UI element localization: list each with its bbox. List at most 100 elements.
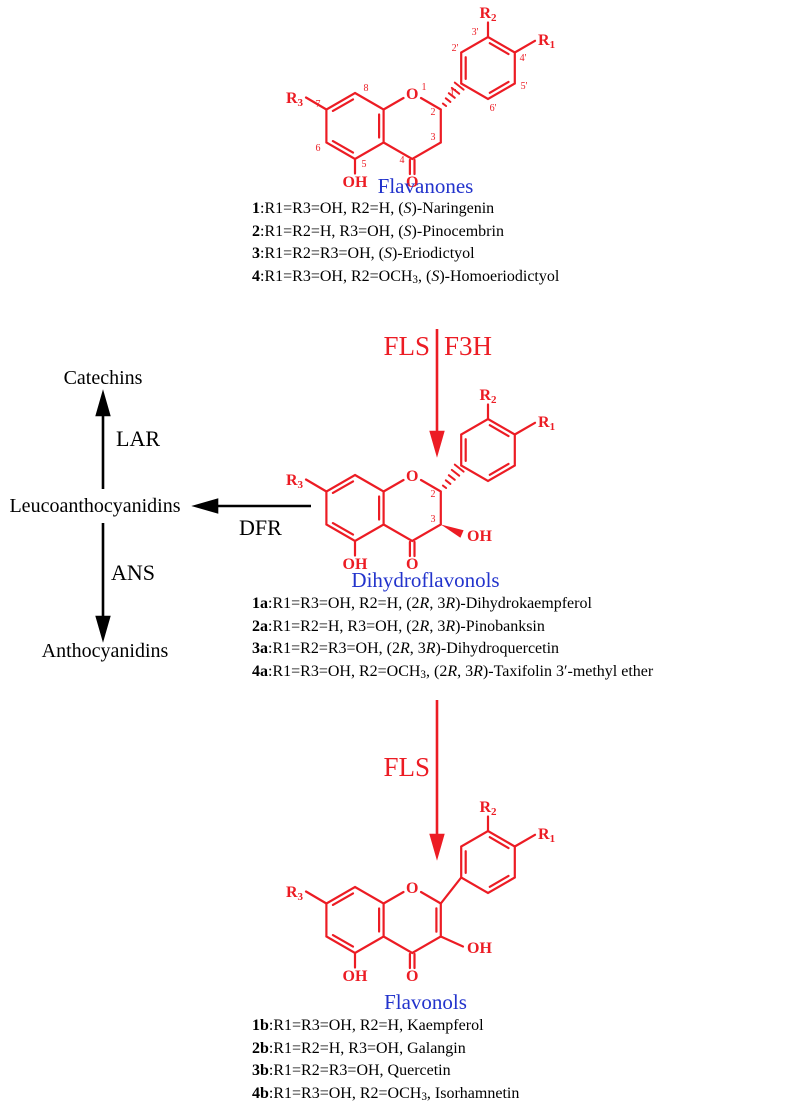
compound-text-segment: :R1=R3=OH, R2=OCH — [268, 662, 421, 680]
compound-entry: 3:R1=R2=R3=OH, (S)-Eriodictyol — [252, 243, 559, 266]
compound-text-segment: R — [473, 662, 483, 680]
dihydroflavonol-bonds — [304, 403, 537, 558]
ketone-o-atom: O — [406, 968, 418, 985]
compound-text-segment: :R1=R3=OH, R2=OCH — [260, 267, 413, 285]
dfr-enzyme-label: DFR — [239, 515, 282, 540]
position-8: 8 — [364, 83, 369, 94]
stereo-hash-wedge — [441, 463, 465, 489]
compound-text-segment: :R1=R2=R3=OH, ( — [260, 245, 384, 262]
position-4prime: 4' — [520, 53, 527, 64]
compound-text-segment: , 3 — [429, 617, 446, 635]
compound-text-segment: )-Taxifolin 3′-methyl ether — [482, 662, 654, 680]
stereo-hash-wedge — [441, 81, 465, 107]
compound-text-segment: )-Dihydrokaempferol — [455, 595, 592, 612]
position-5: 5 — [362, 159, 367, 170]
c5-hydroxyl-label: OH — [343, 968, 368, 985]
compound-text-segment: , ( — [418, 267, 432, 285]
compound-text-segment: :R1=R2=H, R3=OH, Galangin — [268, 1039, 466, 1057]
compound-text-segment: 3 — [252, 245, 260, 262]
ring-o1-atom: O — [406, 880, 418, 897]
compound-text-segment: 3b — [252, 1062, 269, 1079]
stereo-bold-wedge — [440, 524, 464, 538]
compound-text-segment: , 3 — [429, 595, 446, 612]
compound-text-segment: 2 — [252, 222, 260, 240]
dihydroflavonols-heading: Dihydroflavonols — [351, 568, 500, 592]
position-2: 2 — [431, 489, 436, 500]
compound-text-segment: 3 — [412, 273, 419, 286]
anthocyanidins-label: Anthocyanidins — [41, 640, 169, 662]
c5-hydroxyl-label: OH — [343, 556, 368, 573]
catechins-label: Catechins — [63, 367, 143, 389]
r2-label: R2 — [479, 799, 497, 818]
dihydroflavonols-compound-list: 1a:R1=R3=OH, R2=H, (2R, 3R)-Dihydrokaemp… — [252, 593, 653, 686]
flavanone-structure: O O OH R3 R2 R1 1 2 3 4 5 6 7 8 1' 2' 3'… — [286, 5, 555, 191]
compound-text-segment: 3a — [252, 640, 268, 657]
compound-text-segment: 3 — [421, 1090, 427, 1103]
compound-text-segment: S — [383, 245, 392, 262]
compound-entry: 1a:R1=R3=OH, R2=H, (2R, 3R)-Dihydrokaemp… — [252, 593, 653, 616]
c3-hydroxyl-label: OH — [467, 940, 492, 957]
compound-text-segment: :R1=R2=R3=OH, Quercetin — [268, 1062, 451, 1079]
flavanone-bonds — [304, 21, 537, 176]
lar-enzyme-label: LAR — [116, 426, 160, 451]
compound-text-segment: 2a — [252, 617, 268, 635]
compound-entry: 2a:R1=R2=H, R3=OH, (2R, 3R)-Pinobanksin — [252, 616, 653, 639]
r1-label: R1 — [538, 414, 555, 433]
compound-text-segment: R — [399, 640, 410, 657]
position-1prime: 1' — [450, 88, 457, 99]
ring-o1-atom: O — [406, 468, 418, 485]
compound-text-segment: R — [419, 595, 430, 612]
position-2: 2 — [431, 107, 436, 118]
compound-entry: 4a:R1=R3=OH, R2=OCH3, (2R, 3R)-Taxifolin… — [252, 661, 653, 687]
compound-text-segment: S — [431, 267, 440, 285]
flavonol-bonds — [304, 815, 537, 970]
compound-text-segment: :R1=R3=OH, R2=OCH — [268, 1084, 422, 1102]
f3h-enzyme-label: F3H — [444, 331, 493, 361]
c3-hydroxyl-label: OH — [467, 528, 492, 545]
r3-label: R3 — [286, 90, 304, 109]
compound-text-segment: 4 — [252, 267, 260, 285]
flavonols-heading: Flavonols — [384, 990, 467, 1014]
compound-text-segment: )-Homoeriodictyol — [439, 267, 560, 285]
compound-text-segment: 4b — [252, 1084, 269, 1102]
arrowhead-down-icon — [429, 430, 445, 458]
r2-label: R2 — [479, 387, 497, 406]
compound-text-segment: R — [419, 617, 430, 635]
compound-entry: 4b:R1=R3=OH, R2=OCH3, Isorhamnetin — [252, 1083, 519, 1109]
fls-enzyme-label: FLS — [383, 331, 430, 361]
ans-enzyme-label: ANS — [111, 560, 156, 585]
position-3: 3 — [431, 514, 436, 525]
position-7: 7 — [316, 99, 321, 110]
flavonol-structure: O O OH OH R3 R2 R1 — [286, 799, 555, 985]
compound-text-segment: )-Dihydroquercetin — [435, 640, 560, 657]
compound-entry: 1:R1=R3=OH, R2=H, (S)-Naringenin — [252, 198, 559, 221]
arrowhead-up-icon — [95, 389, 111, 417]
compound-text-segment: 1b — [252, 1017, 269, 1034]
compound-text-segment: 1a — [252, 595, 268, 612]
compound-text-segment: R — [445, 617, 456, 635]
compound-entry: 4:R1=R3=OH, R2=OCH3, (S)-Homoeriodictyol — [252, 266, 559, 292]
compound-text-segment: , 3 — [409, 640, 426, 657]
compound-entry: 2b:R1=R2=H, R3=OH, Galangin — [252, 1038, 519, 1061]
fls-bottom-enzyme-label: FLS — [383, 752, 430, 782]
r1-label: R1 — [538, 32, 555, 51]
compound-text-segment: S — [403, 200, 412, 217]
compound-entry: 2:R1=R2=H, R3=OH, (S)-Pinocembrin — [252, 221, 559, 244]
r1-label: R1 — [538, 826, 555, 845]
ketone-o-atom: O — [406, 174, 418, 191]
compound-text-segment: 2b — [252, 1039, 269, 1057]
compound-text-segment: , 3 — [457, 662, 474, 680]
arrowhead-down-icon — [95, 615, 111, 643]
r3-label: R3 — [286, 884, 304, 903]
arrowhead-down-icon — [429, 833, 445, 861]
compound-text-segment: :R1=R2=R3=OH, (2 — [268, 640, 400, 657]
compound-text-segment: , Isorhamnetin — [426, 1084, 520, 1102]
compound-text-segment: 4a — [252, 662, 268, 680]
compound-text-segment: S — [403, 222, 412, 240]
r3-label: R3 — [286, 472, 304, 491]
compound-text-segment: :R1=R2=H, R3=OH, (2 — [268, 617, 420, 635]
